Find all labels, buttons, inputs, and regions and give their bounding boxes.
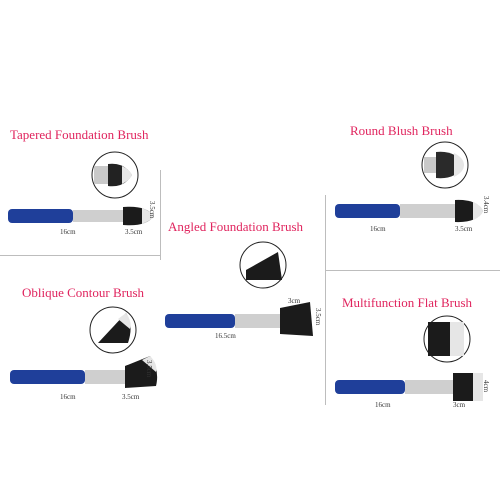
brush-closeup-circle <box>239 241 287 289</box>
brush-panel-angled-foundation: Angled Foundation Brush 16.5cm 3cm 3.5cm <box>160 200 330 360</box>
height-label: 3.5cm <box>314 308 322 326</box>
height-label: 3.5cm <box>148 201 156 219</box>
divider-right-horizontal <box>325 270 500 271</box>
ferrule-length-label: 3cm <box>453 401 466 409</box>
brush-illustration <box>10 356 158 388</box>
brush-title: Multifunction Flat Brush <box>342 295 472 310</box>
brush-panel-tapered-foundation: Tapered Foundation Brush 16cm 3.5cm 3.5c… <box>0 0 170 250</box>
brush-closeup-circle <box>421 141 469 189</box>
divider-left-vertical <box>160 170 161 260</box>
brush-illustration <box>335 199 483 223</box>
ferrule-length-label: 3.5cm <box>455 225 473 233</box>
brush-panel-oblique-contour: Oblique Contour Brush 16cm 3.5cm 3.5cm <box>0 260 170 420</box>
height-label: 3.4cm <box>482 196 490 214</box>
ferrule-length-label: 3cm <box>288 297 301 305</box>
divider-left-horizontal <box>0 255 160 256</box>
brush-title: Angled Foundation Brush <box>168 219 304 234</box>
brush-title: Tapered Foundation Brush <box>10 127 149 142</box>
handle-length-label: 16cm <box>370 225 386 233</box>
ferrule-length-label: 3.5cm <box>125 228 143 236</box>
brush-panel-multifunction-flat: Multifunction Flat Brush 16cm 3cm 4cm <box>330 270 500 430</box>
brush-closeup-circle <box>89 306 137 354</box>
brush-illustration <box>335 373 483 401</box>
brush-closeup-circle <box>423 315 471 363</box>
brush-closeup-circle <box>91 151 139 199</box>
brush-illustration <box>165 302 313 336</box>
height-label: 3.5cm <box>145 360 153 378</box>
ferrule-length-label: 3.5cm <box>122 393 140 401</box>
brush-illustration <box>8 206 154 226</box>
handle-length-label: 16cm <box>60 393 76 401</box>
handle-length-label: 16cm <box>60 228 76 236</box>
brush-title: Oblique Contour Brush <box>22 285 145 300</box>
handle-length-label: 16cm <box>375 401 391 409</box>
divider-right-vertical <box>325 195 326 405</box>
height-label: 4cm <box>482 380 490 393</box>
brush-title: Round Blush Brush <box>350 123 453 138</box>
brush-panel-round-blush: Round Blush Brush 16cm 3.5cm 3.4cm <box>330 0 500 250</box>
handle-length-label: 16.5cm <box>215 332 236 340</box>
